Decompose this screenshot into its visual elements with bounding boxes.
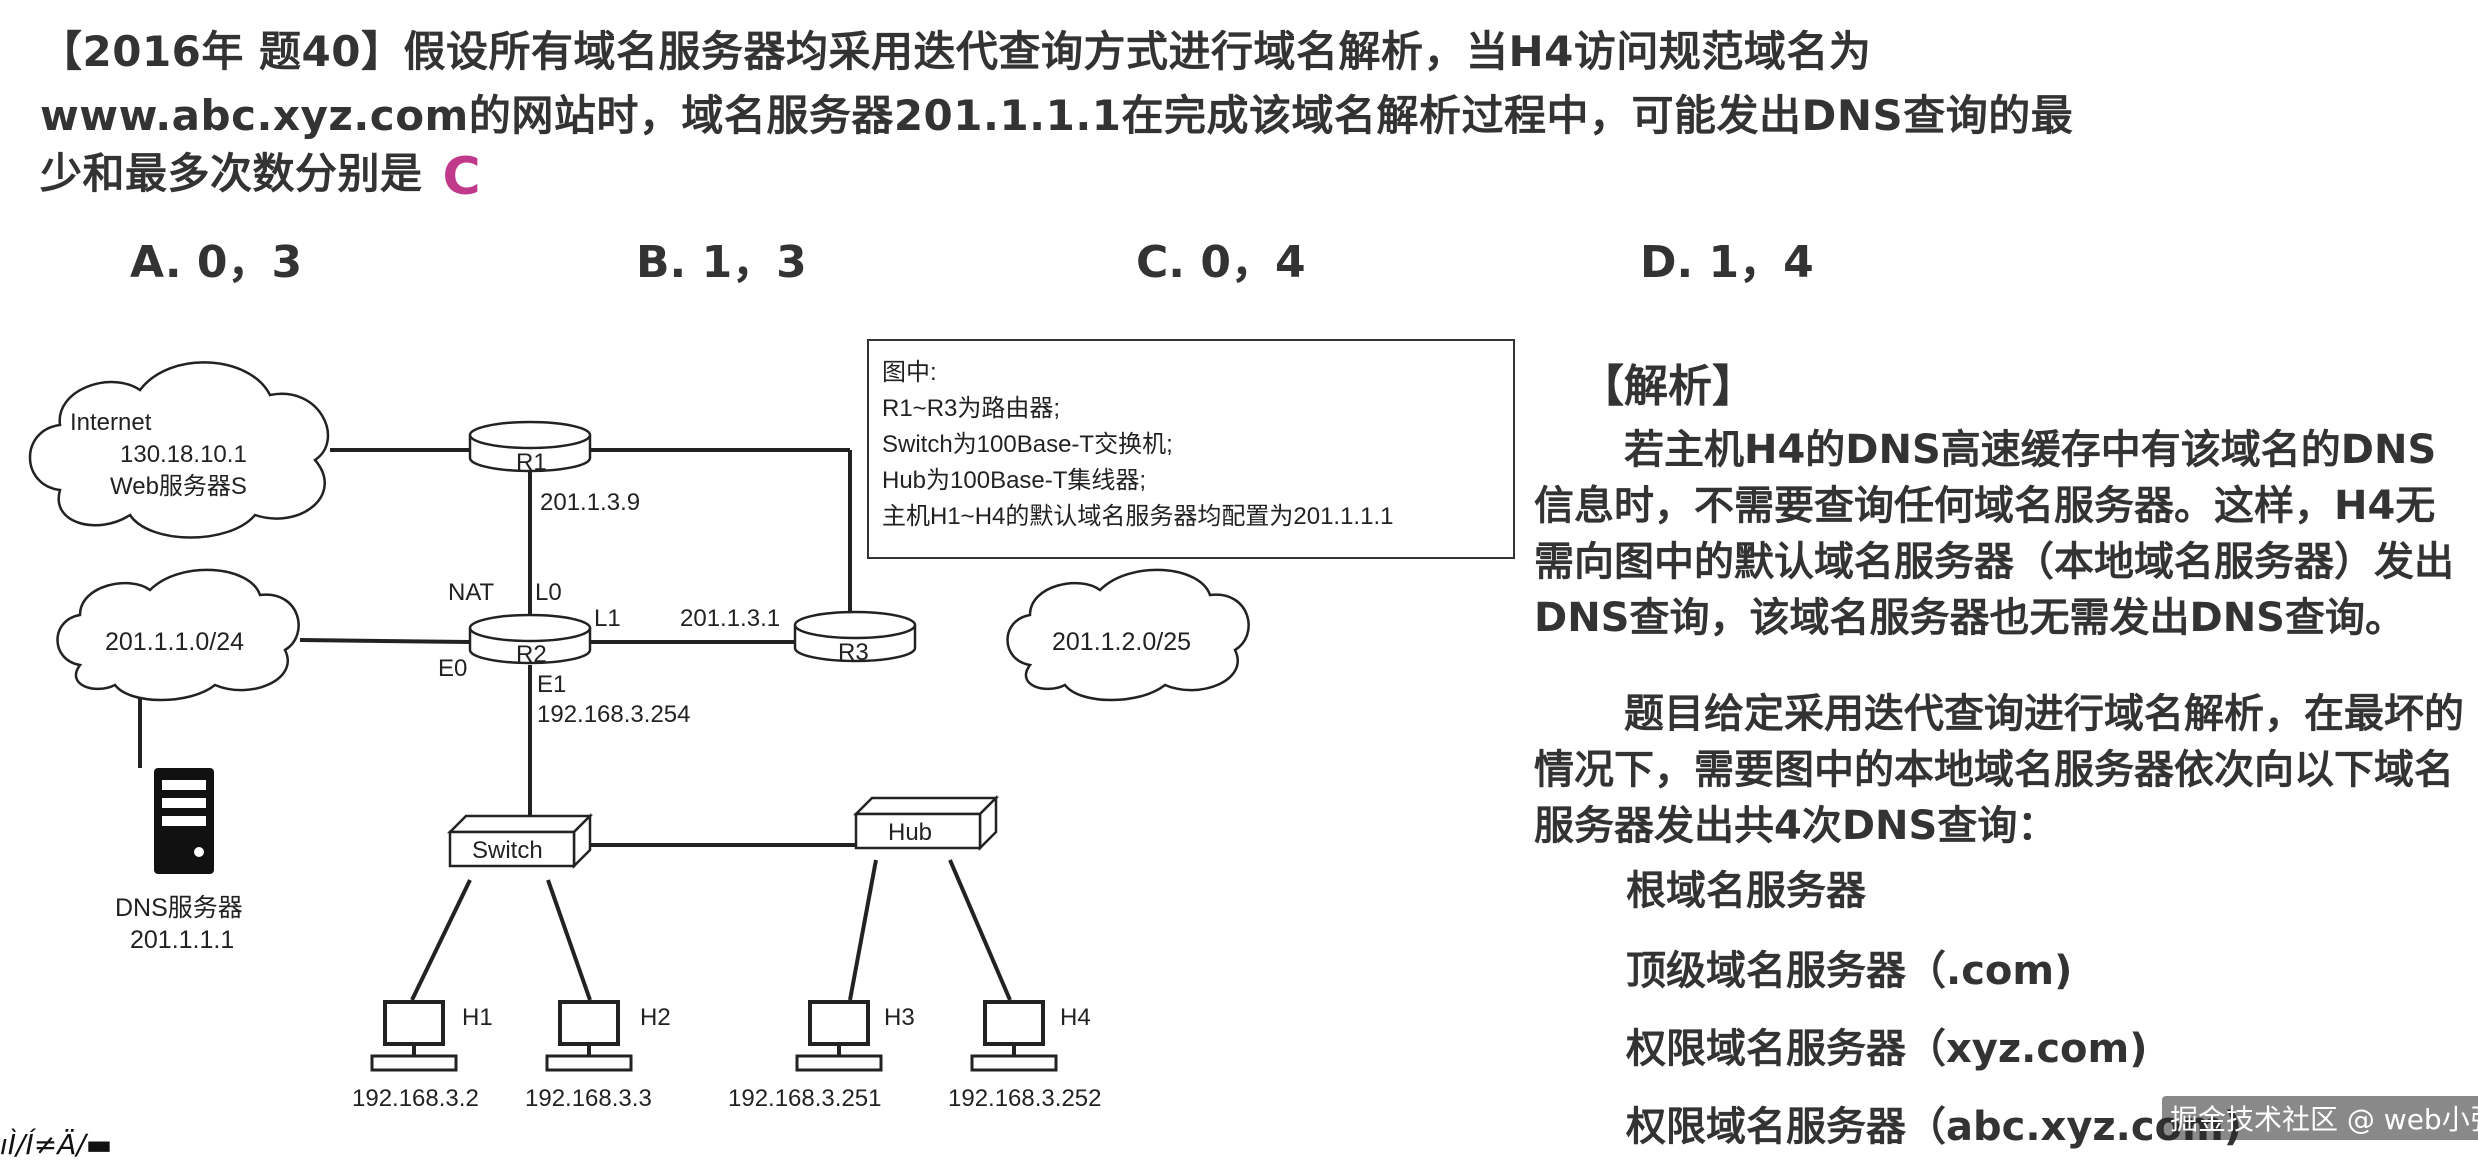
legend-line-1: 图中: bbox=[882, 359, 937, 386]
analysis-paragraph-2: 题目给定采用迭代查询进行域名解析，在最坏的情况下，需要图中的本地域名服务器依次向… bbox=[1534, 691, 2464, 849]
question-line-2: www.abc.xyz.com的网站时，域名服务器201.1.1.1在完成该域名… bbox=[40, 91, 2074, 140]
links bbox=[138, 448, 1012, 1001]
analysis-item-3: 权限域名服务器（xyz.com) bbox=[1626, 1026, 2148, 1072]
r1-ip-label: 201.1.3.9 bbox=[540, 489, 640, 516]
host-h2-icon bbox=[545, 1000, 633, 1072]
legend-box bbox=[867, 339, 1515, 559]
router-r1-label: R1 bbox=[516, 449, 547, 476]
link-lan-r2 bbox=[299, 638, 471, 644]
legend-line-5: 主机H1~H4的默认域名服务器均配置为201.1.1.1 bbox=[882, 503, 1393, 530]
lan-cloud-left-icon bbox=[56, 568, 300, 702]
host-h4-icon bbox=[970, 1000, 1058, 1072]
question-line-3-text: 少和最多次数分别是 bbox=[40, 149, 423, 198]
question-line-1: 【2016年 题40】假设所有域名服务器均采用迭代查询方式进行域名解析，当H4访… bbox=[40, 27, 1872, 76]
link-hub-h3 bbox=[848, 859, 878, 1001]
question-line-3: 少和最多次数分别是 C bbox=[40, 140, 481, 207]
legend-line-3: Switch为100Base-T交换机; bbox=[882, 431, 1173, 458]
watermark: 掘金技术社区 @ web小张 bbox=[2162, 1096, 2478, 1140]
dns-server-icon bbox=[154, 768, 214, 874]
host-h3-ip: 192.168.3.251 bbox=[728, 1085, 881, 1112]
lan-cloud-right-icon bbox=[1006, 568, 1250, 702]
host-h3-icon bbox=[795, 1000, 883, 1072]
network-diagram: 图中: R1~R3为路由器; Switch为100Base-T交换机; Hub为… bbox=[28, 339, 1515, 1112]
l1-ip-label: 201.1.3.1 bbox=[680, 605, 780, 632]
router-r3-label: R3 bbox=[838, 639, 869, 666]
hub-icon bbox=[852, 794, 1000, 852]
lan-cloud-left-label: 201.1.1.0/24 bbox=[105, 628, 244, 656]
analysis-item-1: 根域名服务器 bbox=[1626, 868, 1866, 914]
dns-server-label: DNS服务器 bbox=[115, 894, 243, 922]
e1-label: E1 bbox=[537, 671, 566, 698]
analysis-item-2: 顶级域名服务器（.com) bbox=[1626, 948, 2073, 994]
analysis-paragraph-1: 若主机H4的DNS高速缓存中有该域名的DNS信息时，不需要查询任何域名服务器。这… bbox=[1534, 427, 2454, 641]
host-h2-label: H2 bbox=[640, 1004, 671, 1031]
host-h1-label: H1 bbox=[462, 1004, 493, 1031]
l0-label: L0 bbox=[535, 579, 562, 606]
host-h1-ip: 192.168.3.2 bbox=[352, 1085, 479, 1112]
host-h4-label: H4 bbox=[1060, 1004, 1091, 1031]
dns-server-ip: 201.1.1.1 bbox=[130, 926, 234, 954]
e1-ip-label: 192.168.3.254 bbox=[537, 701, 690, 728]
router-r2-icon bbox=[468, 613, 592, 665]
option-b[interactable]: B. 1，3 bbox=[636, 237, 807, 288]
router-r3-icon bbox=[793, 610, 917, 663]
link-switch-h2 bbox=[546, 879, 592, 1001]
answer-mark: C bbox=[442, 146, 482, 207]
switch-icon bbox=[446, 812, 594, 870]
internet-cloud-icon bbox=[28, 361, 330, 539]
lan-cloud-right-label: 201.1.2.0/25 bbox=[1052, 628, 1191, 656]
nat-label: NAT bbox=[448, 579, 495, 606]
analysis-title: 【解析】 bbox=[1580, 361, 1756, 412]
web-server-ip: 130.18.10.1 bbox=[120, 441, 247, 468]
host-h1-icon bbox=[370, 1000, 458, 1072]
hub-label: Hub bbox=[888, 819, 932, 846]
router-r1-icon bbox=[468, 420, 592, 473]
legend-line-4: Hub为100Base-T集线器; bbox=[882, 467, 1146, 494]
l1-label: L1 bbox=[594, 605, 621, 632]
web-server-label: Web服务器S bbox=[110, 473, 247, 500]
switch-label: Switch bbox=[472, 837, 543, 864]
host-h2-ip: 192.168.3.3 bbox=[525, 1085, 652, 1112]
corner-scribble: ıÌ/Í≠Ä∕▬ bbox=[0, 1128, 113, 1161]
e0-label: E0 bbox=[438, 655, 467, 682]
legend-line-2: R1~R3为路由器; bbox=[882, 395, 1060, 422]
host-h3-label: H3 bbox=[884, 1004, 915, 1031]
option-c[interactable]: C. 0，4 bbox=[1136, 237, 1306, 288]
link-hub-h4 bbox=[948, 859, 1012, 1001]
option-d[interactable]: D. 1，4 bbox=[1640, 237, 1814, 288]
analysis-item-4: 权限域名服务器（abc.xyz.com) bbox=[1626, 1104, 2243, 1150]
internet-label: Internet bbox=[70, 409, 152, 436]
link-switch-h1 bbox=[410, 879, 472, 1001]
host-h4-ip: 192.168.3.252 bbox=[948, 1085, 1101, 1112]
option-a[interactable]: A. 0，3 bbox=[130, 237, 303, 288]
legend-text: 图中: R1~R3为路由器; Switch为100Base-T交换机; Hub为… bbox=[882, 359, 1393, 530]
router-r2-label: R2 bbox=[516, 641, 547, 668]
